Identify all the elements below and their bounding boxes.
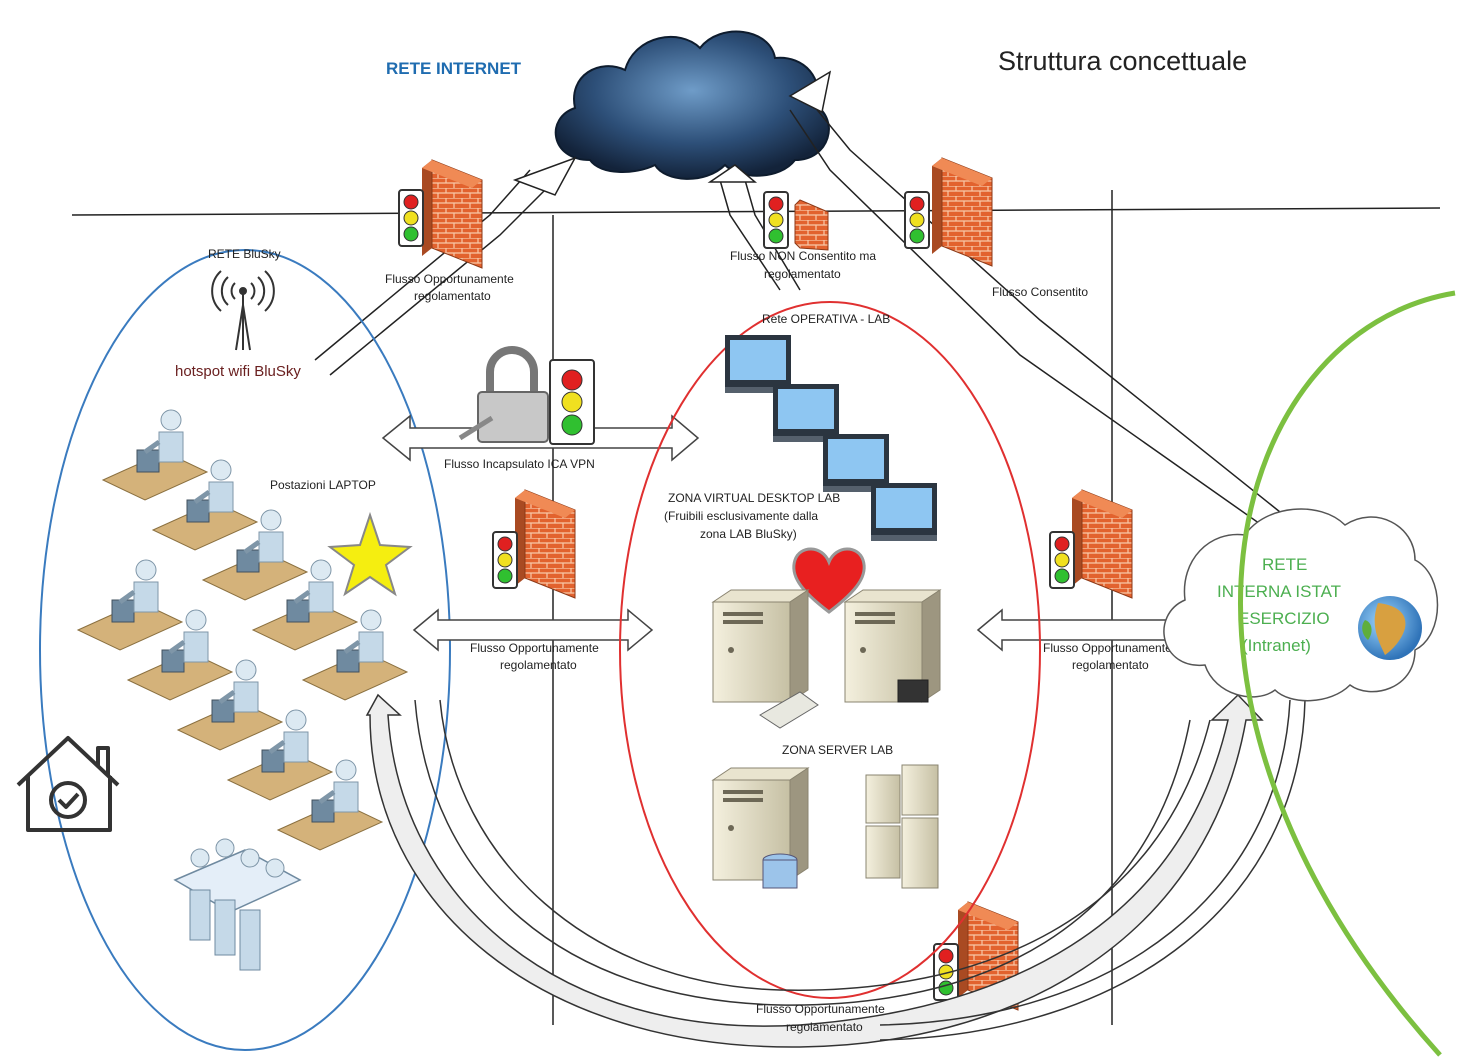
firewall-top-left [398,159,483,269]
servers-label: ZONA SERVER LAB [782,743,893,757]
firewall-icon [514,489,576,599]
firewall-mid-left [492,489,576,599]
star-icon [327,511,413,597]
printer-icon [759,691,819,729]
flow-arrows-internet [314,70,1291,546]
svg-text:Flusso Opportunamente: Flusso Opportunamente [756,1002,885,1016]
flow-label-bottom: Flusso Opportunamente regolamentato [756,1002,885,1034]
globe-icon [1358,596,1422,660]
lab-label: Rete OPERATIVA - LAB [762,312,890,326]
svg-text:ESERCIZIO: ESERCIZIO [1238,609,1330,628]
lab-zone [619,301,1041,999]
svg-text:Flusso Opportunamente: Flusso Opportunamente [470,641,599,655]
svg-text:regolamentato: regolamentato [764,267,841,281]
svg-text:Flusso Opportunamente: Flusso Opportunamente [385,272,514,286]
flow-label-top-right: Flusso Consentito [992,285,1088,299]
flow-label-vpn: Flusso Incapsulato ICA VPN [444,457,595,471]
internet-cloud-icon [554,30,830,180]
flow-label-mid-right: Flusso Opportunamente regolamentato [1043,641,1172,672]
meeting-table-icon [173,838,302,971]
svg-text:INTERNA ISTAT: INTERNA ISTAT [1217,582,1341,601]
intranet-zone [1238,290,1456,1057]
server-rack-icon [865,764,939,889]
user-workstation-icon [103,410,207,500]
intranet-label: RETE INTERNA ISTAT ESERCIZIO (Intranet) [1217,555,1341,655]
wifi-antenna-icon [211,270,275,351]
firewall-top-mid [763,191,829,251]
computer-icon [897,679,929,703]
firewall-top-right [904,157,993,267]
traffic-light-icon [763,191,789,249]
svg-text:RETE: RETE [1262,555,1307,574]
svg-text:regolamentato: regolamentato [500,658,577,672]
firewall-icon [931,157,993,267]
svg-text:Flusso Opportunamente: Flusso Opportunamente [1043,641,1172,655]
padlock-icon [458,346,549,443]
monitor-icon [773,384,839,442]
flow-label-mid-left: Flusso Opportunamente regolamentato [470,641,599,672]
flow-label-top-mid: Flusso NON Consentito ma regolamentato [730,249,876,281]
svg-text:(Intranet): (Intranet) [1242,636,1311,655]
traffic-light-vpn [549,359,595,445]
svg-text:regolamentato: regolamentato [414,289,491,303]
firewall-icon [421,159,483,269]
user-workstation-icon [78,560,182,650]
hotspot-label: hotspot wifi BluSky [175,363,301,380]
server-icon [712,589,809,703]
heart-icon [792,547,866,614]
laptops-label: Postazioni LAPTOP [270,478,376,492]
svg-text:ZONA VIRTUAL DESKTOP LAB: ZONA VIRTUAL DESKTOP LAB [668,491,840,505]
lab-servers [712,589,941,889]
traffic-light-icon [492,531,518,589]
svg-text:Flusso NON Consentito ma: Flusso NON Consentito ma [730,249,876,263]
svg-text:(Fruibili esclusivamente dalla: (Fruibili esclusivamente dalla [664,509,818,523]
page-title: Struttura concettuale [998,46,1247,76]
flow-label-top-left: Flusso Opportunamente regolamentato [385,272,514,303]
mid-left-double-arrow [412,608,654,652]
internet-label: RETE INTERNET [386,59,522,78]
bottom-flow-arrows [365,693,1306,1048]
intranet-cloud-icon [1163,508,1439,702]
firewall-icon [1071,489,1133,599]
monitor-icon [871,483,937,541]
svg-text:regolamentato: regolamentato [1072,658,1149,672]
traffic-light-icon [933,943,959,1001]
traffic-light-icon [398,189,424,247]
svg-text:regolamentato: regolamentato [786,1020,863,1034]
bluesky-zone [39,249,451,1051]
bluesky-label: RETE BluSky [208,247,281,261]
traffic-light-icon [904,191,930,249]
laptop-workstations [78,410,407,850]
firewall-mid-right [1049,489,1133,599]
vdi-label: ZONA VIRTUAL DESKTOP LAB (Fruibili esclu… [664,491,840,541]
home-check-icon [16,736,120,832]
traffic-light-icon [1049,531,1075,589]
svg-text:zona LAB BluSky): zona LAB BluSky) [700,527,797,541]
